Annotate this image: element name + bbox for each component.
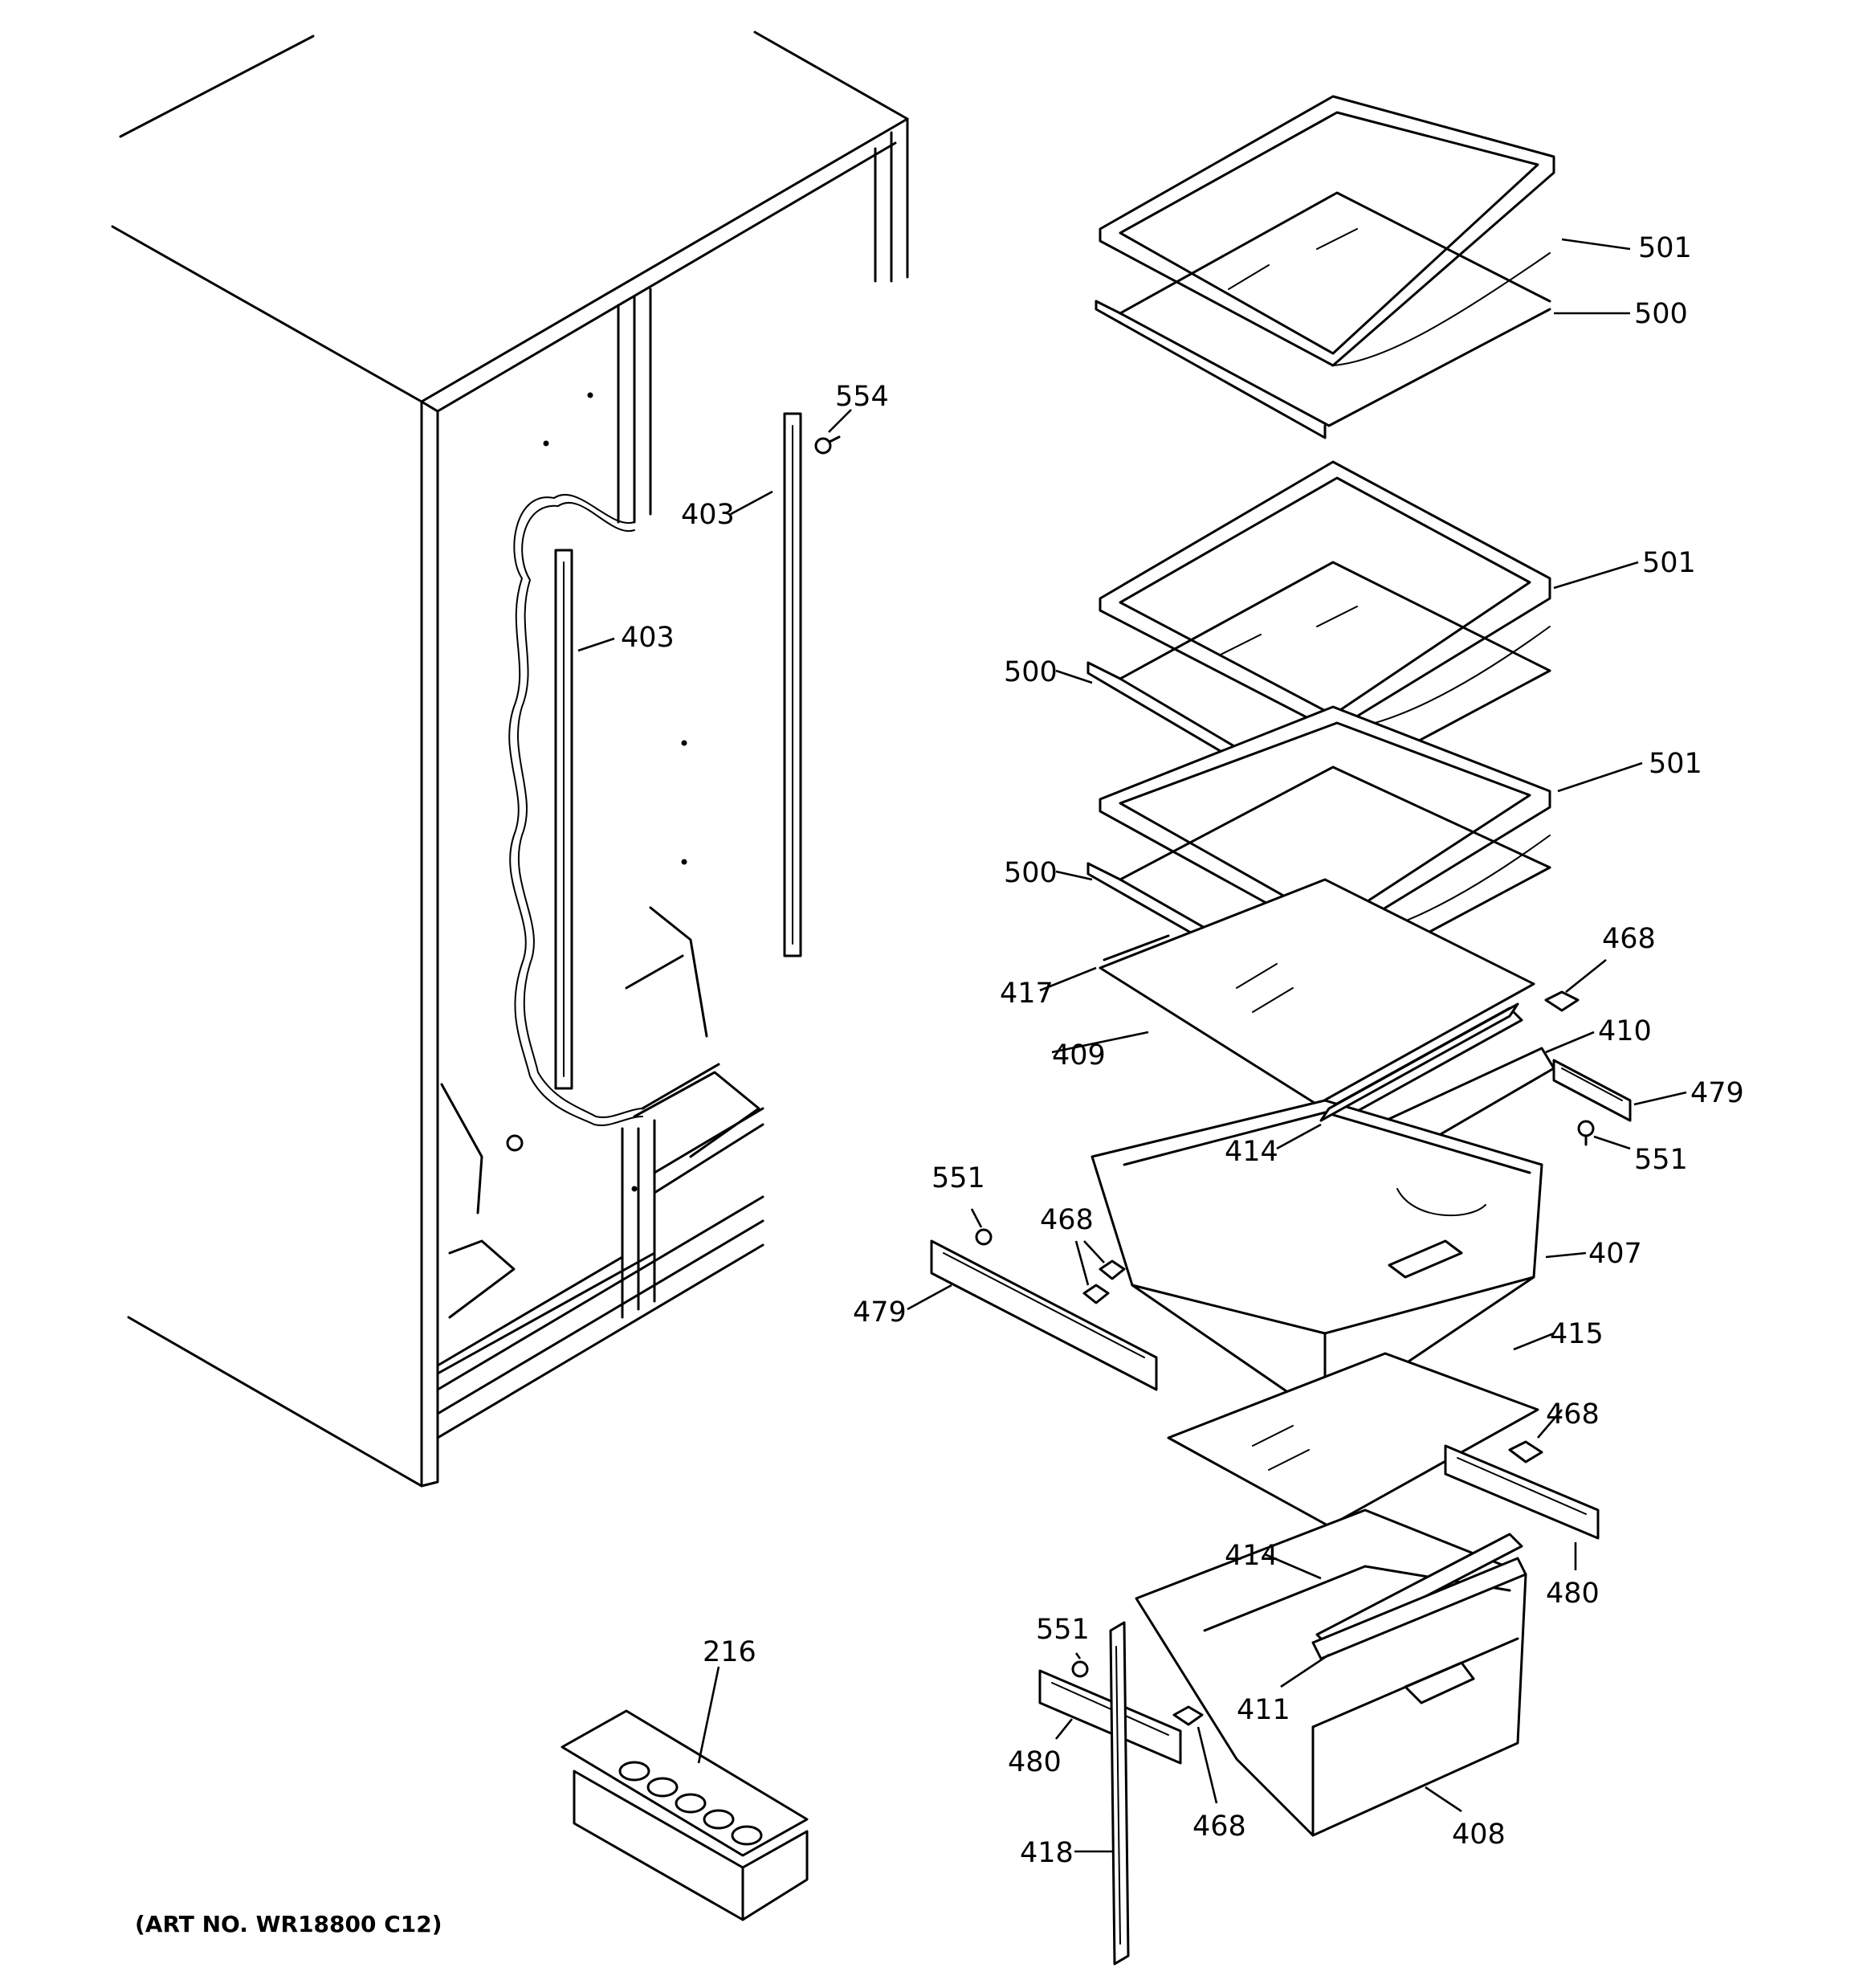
- handle-414-upper: [1319, 1002, 1519, 1122]
- cover-411: [1311, 1557, 1527, 1660]
- shelf-assembly-lower: [1086, 705, 1551, 1002]
- glide-468-a: [1544, 990, 1580, 1012]
- callout-500-middle: 500: [1004, 656, 1058, 688]
- callout-501-middle: 501: [1642, 547, 1696, 579]
- callout-216: 216: [703, 1636, 756, 1668]
- rail-418: [1109, 1621, 1130, 1966]
- bin-216: [561, 1709, 809, 1921]
- shelf-assembly-top: [1095, 95, 1555, 439]
- glass-panel-409: [1099, 878, 1535, 1106]
- callout-410: 410: [1598, 1015, 1652, 1047]
- callout-417: 417: [1000, 978, 1054, 1010]
- callout-500-top: 500: [1634, 298, 1688, 330]
- callout-411: 411: [1237, 1694, 1290, 1726]
- callout-415: 415: [1550, 1318, 1604, 1350]
- callout-labels: 501 500 554 403 403 501 500 501 500 468 …: [621, 232, 1744, 1869]
- callout-468-lower: 468: [1192, 1810, 1246, 1843]
- glide-468-b: [1082, 1259, 1126, 1304]
- callout-479-left: 479: [853, 1296, 907, 1329]
- callout-500-lower: 500: [1004, 857, 1058, 889]
- screw-551-lower: [1071, 1660, 1089, 1678]
- callout-480-left: 480: [1008, 1746, 1062, 1778]
- screw-554: [814, 435, 841, 455]
- slide-480-left: [1038, 1669, 1182, 1765]
- callout-551-lower: 551: [1036, 1614, 1090, 1646]
- slide-479-right: [1552, 1059, 1632, 1122]
- callout-551-right: 551: [1634, 1144, 1688, 1176]
- callout-407: 407: [1588, 1238, 1642, 1270]
- slide-480-right: [1444, 1444, 1600, 1540]
- callout-418: 418: [1020, 1837, 1074, 1869]
- leader-lines: [577, 238, 1687, 1853]
- callout-409: 409: [1052, 1039, 1106, 1072]
- callout-468-center: 468: [1040, 1204, 1094, 1236]
- callout-501-lower: 501: [1649, 748, 1702, 780]
- slide-479-left: [930, 1228, 1158, 1391]
- callout-414-upper: 414: [1225, 1136, 1278, 1168]
- screw-551-right: [1577, 1120, 1595, 1146]
- drawer-407: [1090, 1099, 1543, 1419]
- callout-480-right: 480: [1546, 1578, 1600, 1610]
- callout-468-lower-right: 468: [1546, 1398, 1600, 1431]
- callout-408: 408: [1452, 1819, 1506, 1851]
- callout-501-top: 501: [1638, 232, 1692, 264]
- callout-554: 554: [835, 381, 889, 413]
- callout-403-left-rail: 403: [621, 622, 675, 654]
- callout-468-upper: 468: [1602, 923, 1656, 955]
- glide-468-c: [1508, 1440, 1543, 1463]
- refrigerator-cabinet: [111, 31, 909, 1488]
- shelf-assembly-middle: [1086, 460, 1551, 805]
- glass-panel-415: [1167, 1352, 1539, 1528]
- callout-551-left: 551: [932, 1162, 985, 1194]
- callout-403-right-rail: 403: [681, 499, 735, 531]
- callout-479-right: 479: [1690, 1077, 1744, 1109]
- art-number: (ART NO. WR18800 C12): [135, 1911, 442, 1937]
- callout-414-lower: 414: [1225, 1540, 1278, 1572]
- glide-468-d: [1172, 1705, 1204, 1726]
